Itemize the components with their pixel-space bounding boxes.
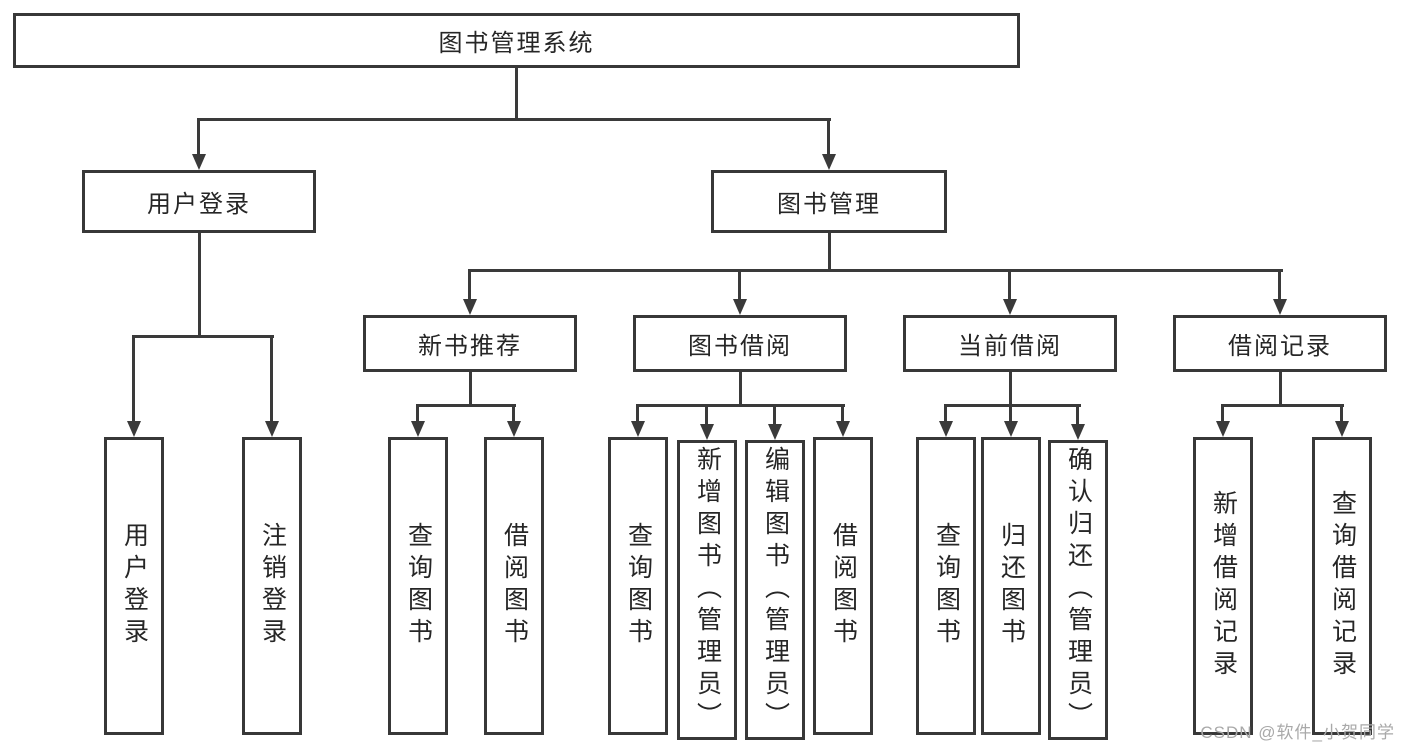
node-label: 归还图书 [997,522,1026,650]
connector-line [416,404,516,407]
connector-line [636,404,845,407]
node-leaf-borrow-book-2: 借阅图书 [813,437,873,735]
arrowhead-down-icon [1335,421,1349,437]
connector-line [512,404,515,424]
connector-line [132,335,135,423]
connector-line [827,118,830,158]
node-label: 借阅图书 [500,522,529,650]
node-label: 图书借阅 [688,333,792,360]
node-label: 新增借阅记录 [1209,490,1238,682]
node-label: 当前借阅 [958,333,1062,360]
node-label: 查询图书 [932,522,961,650]
connector-line [636,404,639,424]
node-label: 查询图书 [624,522,653,650]
node-leaf-query-book-3: 查询图书 [916,437,976,735]
node-label: 借阅图书 [829,522,858,650]
arrowhead-down-icon [768,424,782,440]
node-label: 用户登录 [120,522,149,650]
node-label: 确认归还（管理员） [1064,446,1093,734]
arrowhead-down-icon [1071,424,1085,440]
connector-line [416,404,419,424]
connector-line [468,269,1283,272]
arrowhead-down-icon [1004,421,1018,437]
node-book-borrowing: 图书借阅 [633,315,847,372]
csdn-watermark: CSDN @软件_小贺同学 [1200,723,1395,742]
arrowhead-down-icon [836,421,850,437]
connector-line [1279,370,1282,407]
node-book-management-branch: 图书管理 [711,170,947,233]
connector-line [738,269,741,301]
connector-line [1221,404,1224,424]
connector-line [1221,404,1344,407]
arrowhead-down-icon [1003,299,1017,315]
node-leaf-borrow-book-1: 借阅图书 [484,437,544,735]
arrowhead-down-icon [127,421,141,437]
connector-line [468,269,471,301]
connector-line [1340,404,1343,424]
node-label: 注销登录 [258,522,287,650]
node-leaf-add-borrow-record: 新增借阅记录 [1193,437,1253,735]
arrowhead-down-icon [1216,421,1230,437]
arrowhead-down-icon [1273,299,1287,315]
node-current-borrowing: 当前借阅 [903,315,1117,372]
node-label: 查询借阅记录 [1328,490,1357,682]
connector-line [944,404,947,424]
node-label: 新增图书（管理员） [693,446,722,734]
arrowhead-down-icon [411,421,425,437]
connector-line [944,404,1081,407]
node-leaf-query-borrow-record: 查询借阅记录 [1312,437,1372,735]
arrowhead-down-icon [733,299,747,315]
node-leaf-user-login: 用户登录 [104,437,164,735]
node-library-management-system: 图书管理系统 [13,13,1020,68]
node-leaf-query-book-1: 查询图书 [388,437,448,735]
connector-line [828,231,831,272]
arrowhead-down-icon [700,424,714,440]
node-label: 借阅记录 [1228,333,1332,360]
arrowhead-down-icon [939,421,953,437]
connector-line [515,66,518,121]
node-label: 查询图书 [404,522,433,650]
node-leaf-confirm-return-admin: 确认归还（管理员） [1048,440,1108,740]
connector-line [469,370,472,407]
connector-line [773,404,776,426]
node-leaf-query-book-2: 查询图书 [608,437,668,735]
connector-line [1009,370,1012,407]
arrowhead-down-icon [463,299,477,315]
node-leaf-return-book: 归还图书 [981,437,1041,735]
node-label: 图书管理系统 [438,30,595,57]
node-leaf-add-book-admin: 新增图书（管理员） [677,440,737,740]
node-user-login-branch: 用户登录 [82,170,316,233]
connector-line [739,370,742,407]
connector-line [270,335,273,423]
arrowhead-down-icon [507,421,521,437]
node-leaf-edit-book-admin: 编辑图书（管理员） [745,440,805,740]
node-new-book-recommendation: 新书推荐 [363,315,577,372]
arrowhead-down-icon [631,421,645,437]
connector-line [132,335,274,338]
node-label: 图书管理 [777,191,881,218]
node-label: 新书推荐 [418,333,522,360]
arrowhead-down-icon [265,421,279,437]
connector-line [1008,269,1011,301]
node-borrowing-records: 借阅记录 [1173,315,1387,372]
connector-line [1076,404,1079,426]
arrowhead-down-icon [192,154,206,170]
connector-line [705,404,708,426]
connector-line [841,404,844,424]
connector-line [197,118,200,158]
connector-line [1009,404,1012,424]
connector-line [198,231,201,338]
connector-line [1278,269,1281,301]
connector-line [197,118,831,121]
arrowhead-down-icon [822,154,836,170]
node-leaf-logout: 注销登录 [242,437,302,735]
node-label: 编辑图书（管理员） [761,446,790,734]
node-label: 用户登录 [147,191,251,218]
